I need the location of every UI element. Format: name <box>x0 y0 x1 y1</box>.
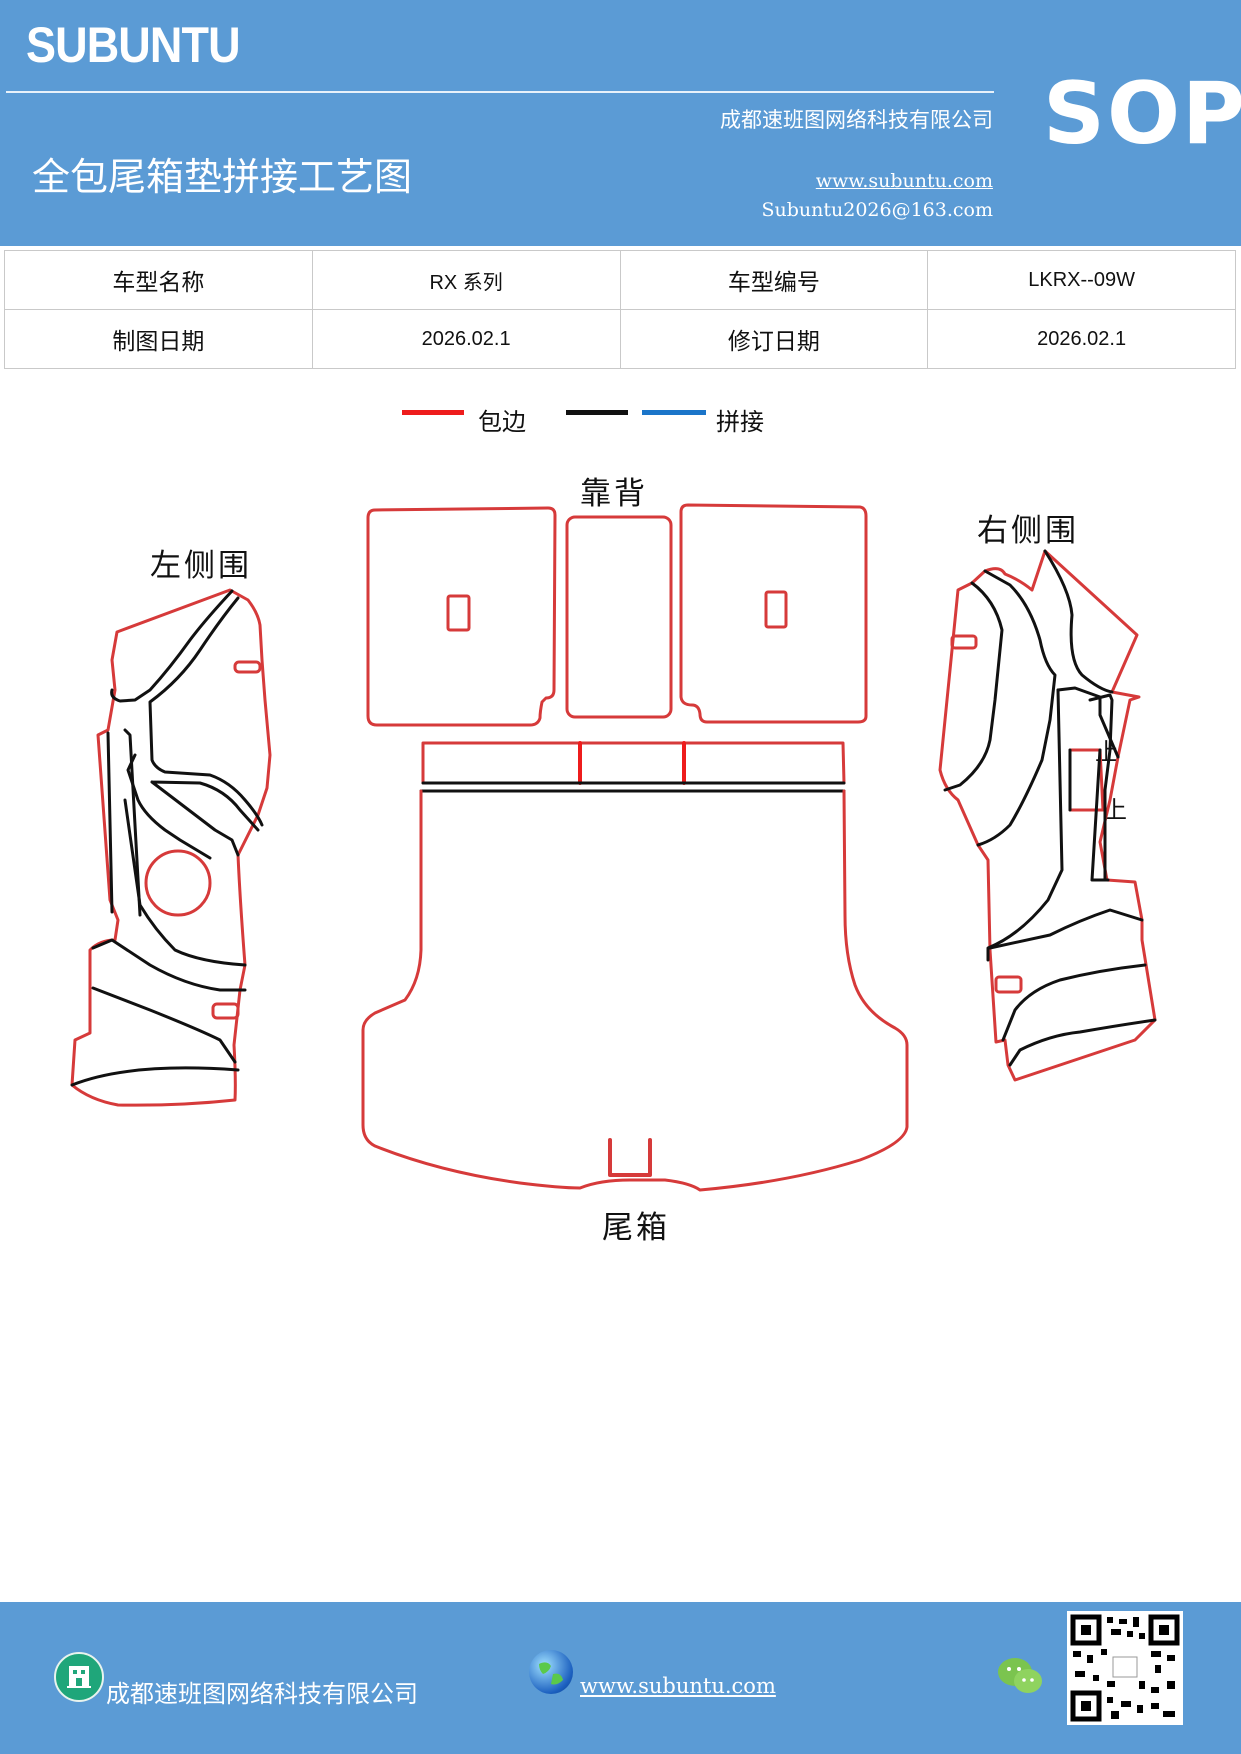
brand-logo: SUBUNTU <box>26 17 241 73</box>
legend-splice-black-swatch <box>566 410 628 415</box>
email-address: Subuntu2026@163.com <box>761 199 993 221</box>
backrest-right-slot <box>764 590 788 629</box>
label-left-side: 左侧围 <box>150 548 252 584</box>
table-row: 车型名称 RX 系列 车型编号 LKRX--09W <box>4 250 1236 310</box>
cell-model-code-label: 车型编号 <box>619 250 929 310</box>
cell-model-code-value: LKRX--09W <box>927 250 1236 310</box>
website-link[interactable]: www.subuntu.com <box>815 170 993 192</box>
cell-model-name-label: 车型名称 <box>4 250 313 310</box>
splice-strip <box>421 741 846 785</box>
label-trunk: 尾箱 <box>602 1210 670 1246</box>
footer-website-link[interactable]: www.subuntu.com <box>580 1674 776 1698</box>
legend-splice-blue-swatch <box>642 410 706 415</box>
cell-draw-date-value: 2026.02.1 <box>311 309 621 369</box>
qr-code[interactable] <box>1067 1611 1183 1725</box>
legend-edge-label: 包边 <box>478 408 526 436</box>
header-divider <box>6 91 994 93</box>
header-band: SUBUNTU SOP 成都速班图网络科技有限公司 全包尾箱垫拼接工艺图 www… <box>0 0 1241 246</box>
label-backrest: 靠背 <box>580 476 648 512</box>
footer-company: 成都速班图网络科技有限公司 <box>106 1680 418 1708</box>
page-title: 全包尾箱垫拼接工艺图 <box>32 155 413 199</box>
company-name: 成都速班图网络科技有限公司 <box>720 108 993 132</box>
backrest-left-slot <box>446 594 471 632</box>
label-right-side: 右侧围 <box>977 513 1079 549</box>
left-side-panel <box>70 588 272 1107</box>
globe-icon <box>529 1650 573 1694</box>
footer-band: 成都速班图网络科技有限公司 www.subuntu.com <box>0 1602 1241 1754</box>
table-row: 制图日期 2026.02.1 修订日期 2026.02.1 <box>4 309 1236 369</box>
backrest-left-panel <box>366 506 557 727</box>
backrest-right-panel <box>679 503 868 724</box>
info-table: 车型名称 RX 系列 车型编号 LKRX--09W 制图日期 2026.02.1… <box>4 250 1236 369</box>
cell-draw-date-label: 制图日期 <box>4 309 313 369</box>
cell-model-name-value: RX 系列 <box>311 250 621 310</box>
legend-edge-swatch <box>402 410 464 415</box>
building-icon <box>54 1652 104 1702</box>
cell-revise-date-value: 2026.02.1 <box>927 309 1236 369</box>
backrest-center-panel <box>565 515 673 719</box>
cell-revise-date-label: 修订日期 <box>619 309 929 369</box>
wechat-icon <box>997 1656 1043 1696</box>
backrest-panels <box>366 503 868 727</box>
legend-splice-label: 拼接 <box>716 408 764 436</box>
sop-label: SOP <box>1043 64 1241 164</box>
right-side-panel <box>938 549 1157 1082</box>
trunk-floor <box>361 789 909 1192</box>
